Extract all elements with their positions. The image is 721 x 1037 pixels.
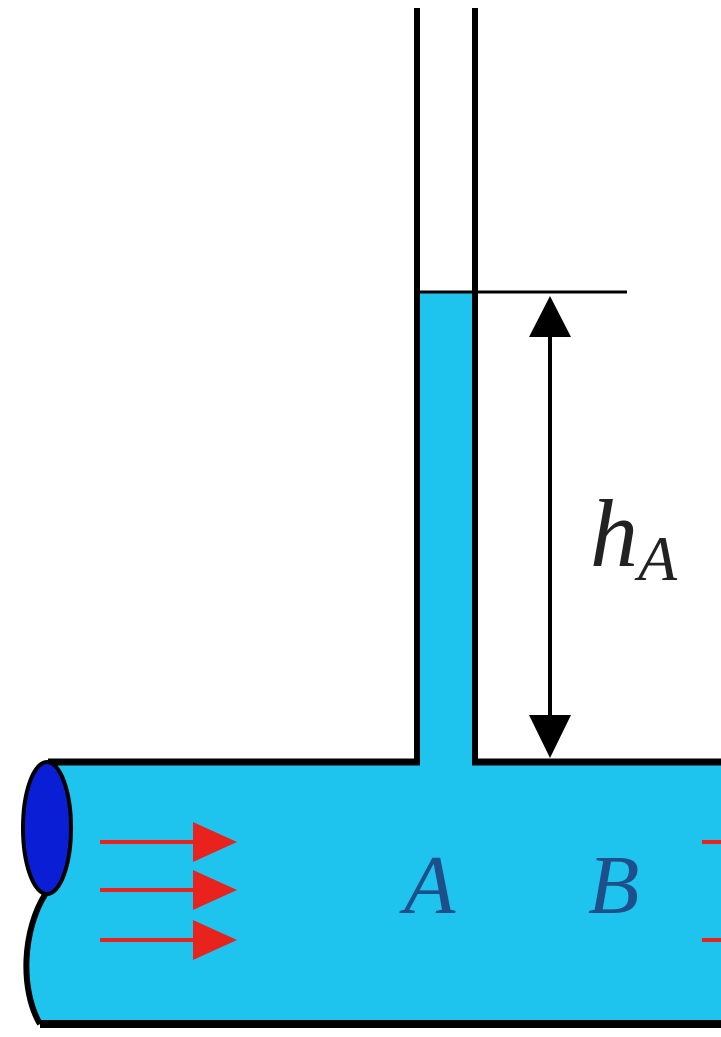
flow-arrows-left: [100, 822, 237, 960]
flow-arrow-head-1: [193, 822, 237, 862]
point-b-label: B: [588, 839, 639, 932]
head-label-symbol: h: [590, 480, 638, 587]
head-dimension-arrowhead-top: [529, 296, 571, 337]
flow-arrows-right: [702, 840, 721, 942]
point-a-label: A: [399, 839, 456, 932]
tube-water-column: [417, 293, 473, 763]
head-dimension-arrow: [529, 296, 571, 758]
head-label-subscript: A: [634, 523, 678, 594]
pipe-left-edge: [23, 891, 49, 1026]
pipe-opening-ellipse: [21, 760, 73, 896]
flow-arrow-head-2: [193, 870, 237, 910]
head-label: hA: [590, 480, 678, 594]
flow-arrow-head-3: [193, 920, 237, 960]
head-dimension-arrowhead-bottom: [529, 715, 571, 758]
